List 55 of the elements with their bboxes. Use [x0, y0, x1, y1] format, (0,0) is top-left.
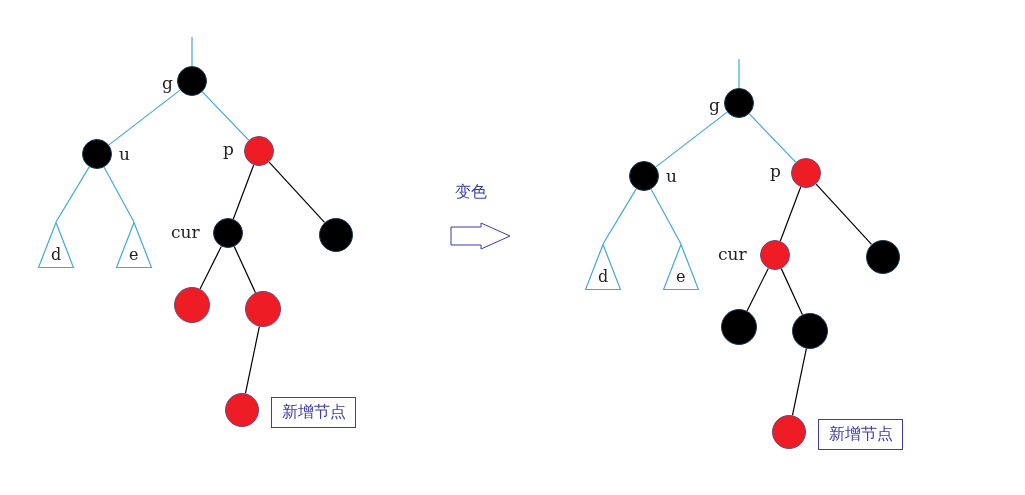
node-label: cur	[718, 244, 747, 264]
tree-edge	[779, 186, 802, 242]
tree-node-circle	[721, 309, 757, 345]
tree-node-circle	[225, 393, 259, 427]
subtree-triangle	[116, 222, 152, 268]
tree-node-circle	[629, 161, 659, 191]
tree-edge	[233, 246, 257, 294]
tree-edge	[780, 268, 804, 316]
tree-node-circle	[760, 240, 790, 270]
subtree-triangle	[585, 244, 621, 290]
tree-edge	[738, 58, 740, 89]
tree-node-circle	[82, 139, 112, 169]
node-label: g	[709, 95, 720, 115]
tree-edge	[201, 91, 250, 141]
node-label: e	[129, 246, 139, 264]
tree-edge	[55, 166, 90, 223]
tree-node-circle	[792, 313, 828, 349]
node-label: g	[162, 73, 173, 93]
transition-label: 变色	[455, 182, 487, 202]
note-box: 新增节点	[818, 419, 903, 450]
tree-node-circle	[791, 158, 821, 188]
tree-node-circle	[319, 218, 353, 252]
subtree-triangle	[38, 222, 74, 268]
node-label: u	[666, 166, 677, 186]
tree-node-circle	[245, 291, 281, 327]
subtree-triangle	[663, 244, 699, 290]
tree-node-circle	[866, 240, 900, 274]
tree-edge	[103, 166, 135, 223]
tree-edge	[268, 161, 326, 224]
tree-node-circle	[772, 415, 806, 449]
tree-edge	[191, 36, 193, 67]
tree-node-circle	[177, 66, 207, 96]
node-label: d	[598, 268, 609, 286]
tree-edge	[748, 113, 797, 163]
tree-edge	[746, 267, 769, 312]
tree-edge	[650, 188, 682, 245]
tree-edge	[232, 164, 255, 220]
tree-edge	[655, 111, 728, 168]
node-label: p	[770, 161, 781, 181]
tree-edge	[602, 188, 637, 245]
tree-edge	[108, 89, 181, 146]
tree-node-circle	[174, 287, 210, 323]
node-label: cur	[171, 222, 200, 242]
node-label: p	[223, 139, 234, 159]
tree-node-circle	[724, 88, 754, 118]
node-label: e	[676, 268, 686, 286]
tree-edge	[199, 245, 222, 290]
node-label: d	[51, 246, 62, 264]
tree-edge	[815, 183, 873, 246]
note-box: 新增节点	[271, 397, 356, 428]
tree-node-circle	[213, 218, 243, 248]
node-label: u	[119, 144, 130, 164]
tree-node-circle	[244, 136, 274, 166]
tree-edge	[244, 326, 260, 394]
tree-edge	[791, 348, 807, 416]
